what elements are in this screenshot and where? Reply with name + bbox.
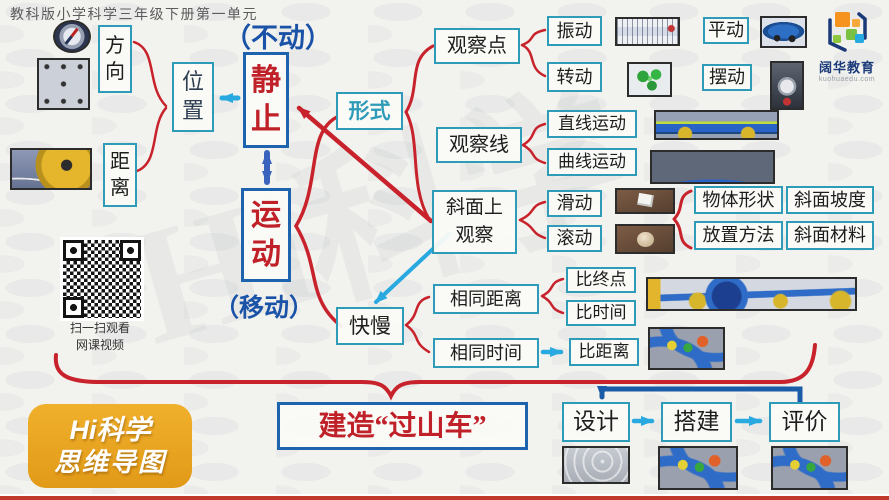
qr-code — [60, 237, 144, 321]
toy-car-photo — [760, 16, 807, 48]
logo-brand: 阔华教育 — [818, 60, 875, 75]
note-still: （不动） — [224, 23, 332, 53]
node-compare-time: 比时间 — [566, 300, 636, 326]
bottom-edge-bar — [0, 494, 889, 500]
node-roll: 滚动 — [547, 225, 602, 252]
node-speed: 快慢 — [336, 307, 404, 345]
evaluate-model-photo — [771, 446, 848, 490]
node-slide: 滑动 — [547, 190, 602, 217]
node-observe-point: 观察点 — [434, 28, 520, 64]
qr-caption-line1: 扫一扫观看 — [69, 321, 130, 335]
node-swing: 摆动 — [702, 64, 752, 91]
node-evaluate: 评价 — [769, 402, 840, 442]
cube-on-incline-photo — [615, 188, 675, 214]
roller-coaster-photo — [648, 327, 725, 370]
curved-track-photo — [650, 150, 775, 184]
ruler-photo — [615, 17, 680, 46]
unit-title: 教科版小学科学三年级下册第一单元 — [10, 8, 258, 23]
compass-photo — [53, 20, 91, 53]
direction-board-photo — [37, 58, 90, 110]
node-rotation: 转动 — [547, 62, 602, 92]
node-vibration: 振动 — [547, 16, 602, 46]
node-design: 设计 — [562, 402, 630, 442]
node-position: 位置 — [172, 62, 214, 132]
node-placement-method: 放置方法 — [694, 221, 783, 250]
node-distance: 距离 — [103, 143, 137, 207]
brand-badge: Hi科学 思维导图 — [28, 404, 192, 488]
node-form: 形式 — [336, 92, 403, 130]
node-motion: 运动 — [241, 188, 291, 282]
node-incline-slope: 斜面坡度 — [786, 186, 874, 214]
node-compare-endpoint: 比终点 — [566, 267, 636, 293]
node-linear-motion: 直线运动 — [547, 110, 637, 138]
straight-track-photo — [654, 110, 779, 140]
ball-on-incline-photo — [615, 224, 675, 254]
node-build-coaster: 建造“过山车” — [277, 402, 528, 450]
qr-caption-line2: 网课视频 — [75, 338, 124, 353]
node-construct: 搭建 — [661, 402, 732, 442]
logo-site: kuohuaedu.com — [818, 76, 876, 83]
design-sketch-photo — [562, 446, 630, 484]
long-ramp-photo — [646, 277, 857, 311]
node-curved-motion: 曲线运动 — [547, 148, 637, 176]
node-same-distance: 相同距离 — [433, 284, 539, 314]
note-motion: （移动） — [214, 295, 315, 322]
node-observe-line: 观察线 — [436, 127, 522, 163]
badge-line2: 思维导图 — [53, 446, 166, 477]
build-model-photo — [658, 446, 738, 490]
node-direction: 方向 — [98, 25, 132, 93]
fidget-spinner-photo — [627, 62, 672, 97]
node-incline-observe: 斜面上观察 — [432, 190, 517, 254]
node-object-shape: 物体形状 — [694, 186, 783, 214]
logo-cubes-icon — [828, 12, 867, 52]
node-compare-distance: 比距离 — [569, 338, 639, 366]
node-same-time: 相同时间 — [433, 338, 539, 368]
pendulum-photo — [770, 61, 804, 110]
node-still: 静止 — [243, 52, 289, 148]
logo: 阔华教育 kuohuaedu.com — [812, 10, 882, 83]
badge-line1: Hi科学 — [69, 415, 151, 446]
node-translation: 平动 — [703, 17, 749, 44]
node-incline-material: 斜面材料 — [786, 221, 874, 250]
qr-caption: 扫一扫观看 网课视频 — [52, 320, 148, 355]
tape-measure-photo — [10, 148, 92, 190]
